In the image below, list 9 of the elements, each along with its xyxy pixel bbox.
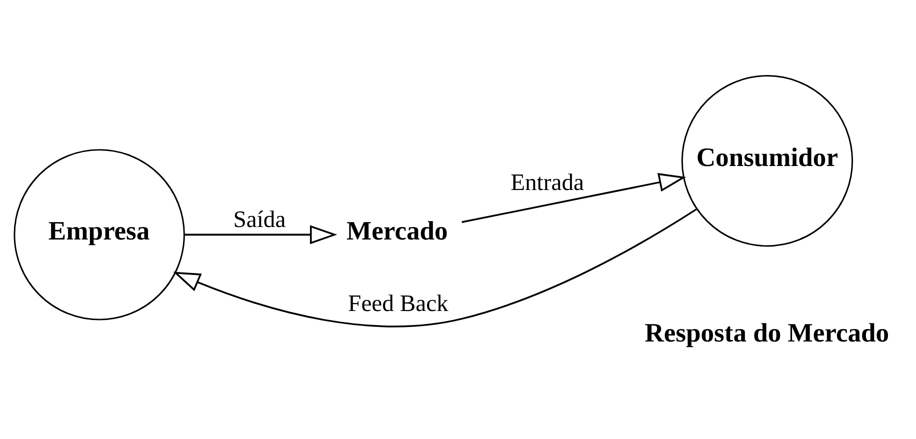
node-text: Mercado — [346, 216, 448, 246]
node-circle: Consumidor — [681, 75, 854, 247]
edge-label: Saída — [233, 207, 286, 234]
arrow — [184, 225, 338, 244]
node-circle: Empresa — [14, 149, 185, 320]
label: Resposta do Mercado — [644, 318, 890, 348]
edge-label: Entrada — [510, 170, 584, 196]
arrow — [462, 173, 686, 224]
edge-label: Feed Back — [348, 291, 448, 318]
